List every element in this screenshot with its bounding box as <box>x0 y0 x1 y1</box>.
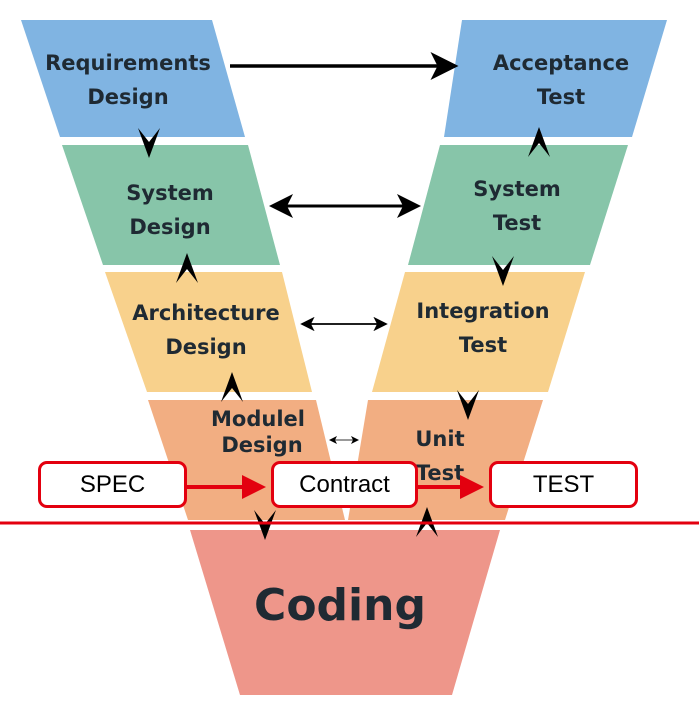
chevron-up-icon <box>176 253 198 283</box>
coding-label: Coding <box>254 580 426 631</box>
acceptance-test-band <box>444 20 667 137</box>
chevron-down-icon <box>138 128 160 158</box>
contract-box: Contract <box>271 461 418 508</box>
requirements-design-band <box>21 20 245 137</box>
chevron-down-icon <box>254 510 276 540</box>
system-design-band <box>62 145 280 265</box>
architecture-design-band <box>105 272 312 392</box>
chevron-down-icon <box>492 256 514 286</box>
test-box: TEST <box>489 461 638 508</box>
integration-test-band <box>372 272 585 392</box>
coding-band <box>190 530 500 695</box>
chevron-up-icon <box>528 127 550 157</box>
system-test-band <box>408 145 628 265</box>
chevron-down-icon <box>457 390 479 420</box>
spec-box: SPEC <box>38 461 187 508</box>
chevron-up-icon <box>221 372 243 402</box>
